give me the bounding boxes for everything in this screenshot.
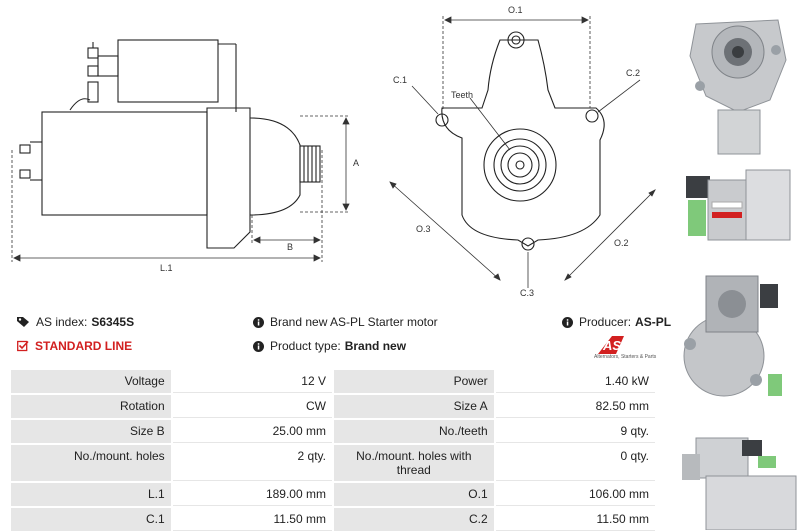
dim-label-l1: L.1	[160, 263, 173, 273]
spec-label: Size A	[333, 395, 494, 418]
product-description: Brand new AS-PL Starter motor	[253, 315, 438, 329]
product-photo-front[interactable]	[678, 0, 798, 158]
info-icon	[253, 340, 264, 352]
spec-value: 11.50 mm	[495, 508, 655, 531]
spec-label: No./teeth	[333, 420, 494, 443]
product-photo-side[interactable]	[678, 160, 798, 252]
spec-value: 25.00 mm	[172, 420, 332, 443]
spec-label: Rotation	[11, 395, 171, 418]
table-row: No./mount. holes 2 qty. No./mount. holes…	[11, 445, 655, 481]
side-view-dimensions	[11, 115, 350, 262]
dim-label-c3: C.3	[520, 288, 534, 298]
spec-label: C.1	[11, 508, 171, 531]
product-type: Product type: Brand new	[253, 339, 406, 353]
spec-label: Size B	[11, 420, 171, 443]
spec-value: 11.50 mm	[172, 508, 332, 531]
product-photo-rear[interactable]	[678, 262, 798, 414]
table-row: Rotation CW Size A 82.50 mm	[11, 395, 655, 418]
as-pl-logo: AS	[598, 336, 624, 354]
product-type-value: Brand new	[344, 339, 407, 353]
spec-label: No./mount. holes	[11, 445, 171, 481]
specs-table: Voltage 12 V Power 1.40 kW Rotation CW S…	[9, 368, 657, 531]
spec-label: Power	[333, 370, 494, 393]
spec-value: 189.00 mm	[172, 483, 332, 506]
spec-value: 12 V	[172, 370, 332, 393]
checkbox-check-icon	[17, 340, 29, 352]
front-view-dimensions	[389, 16, 656, 288]
standard-line-text: STANDARD LINE	[35, 339, 133, 353]
producer: Producer: AS-PL	[562, 315, 671, 329]
description-text: Brand new AS-PL Starter motor	[270, 315, 438, 329]
dim-label-c2: C.2	[626, 68, 640, 78]
side-view-drawing	[19, 39, 321, 249]
table-row: L.1 189.00 mm O.1 106.00 mm	[11, 483, 655, 506]
info-icon	[253, 316, 264, 328]
as-index: AS index: S6345S	[17, 315, 134, 329]
dim-label-o2: O.2	[614, 238, 629, 248]
tag-icon	[17, 317, 29, 327]
spec-label: No./mount. holes with thread	[333, 445, 494, 481]
table-row: Size B 25.00 mm No./teeth 9 qty.	[11, 420, 655, 443]
spec-label: Voltage	[11, 370, 171, 393]
spec-value: 2 qty.	[172, 445, 332, 481]
producer-value: AS-PL	[635, 315, 672, 329]
dim-label-c1: C.1	[393, 75, 407, 85]
spec-label: O.1	[333, 483, 494, 506]
logo-tagline: Alternators, Starters & Parts	[594, 354, 657, 360]
spec-value: 1.40 kW	[495, 370, 655, 393]
dim-label-a: A	[353, 158, 359, 168]
spec-value: 106.00 mm	[495, 483, 655, 506]
spec-value: 0 qty.	[495, 445, 655, 481]
dim-label-o1: O.1	[508, 5, 523, 15]
as-index-label: AS index:	[36, 315, 88, 329]
dim-label-b: B	[287, 242, 293, 252]
spec-label: C.2	[333, 508, 494, 531]
spec-label: L.1	[11, 483, 171, 506]
producer-label: Producer:	[579, 315, 632, 329]
as-index-value[interactable]: S6345S	[91, 315, 135, 329]
front-view-drawing	[435, 31, 605, 251]
product-type-label: Product type:	[270, 339, 341, 353]
product-photo-strip	[675, 0, 800, 531]
standard-line-badge: STANDARD LINE	[17, 339, 132, 353]
dim-label-o3: O.3	[416, 224, 431, 234]
logo-mark: AS	[602, 338, 621, 353]
info-icon	[562, 316, 573, 328]
dim-label-teeth: Teeth	[451, 90, 473, 100]
table-row: Voltage 12 V Power 1.40 kW	[11, 370, 655, 393]
spec-value: 82.50 mm	[495, 395, 655, 418]
table-row: C.1 11.50 mm C.2 11.50 mm	[11, 508, 655, 531]
product-photo-angle[interactable]	[678, 426, 798, 530]
spec-value: CW	[172, 395, 332, 418]
technical-drawings: L.1 B A O.1 C.1 C.2 Teeth O.3 O.2	[11, 5, 656, 298]
spec-value: 9 qty.	[495, 420, 655, 443]
